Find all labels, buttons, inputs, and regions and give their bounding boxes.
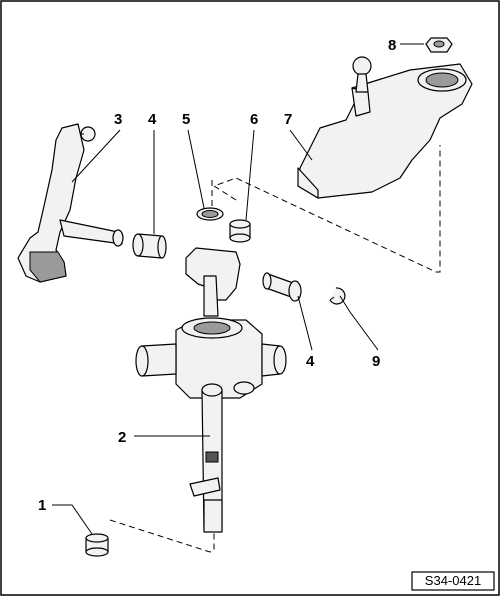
label-9: 9 (372, 353, 380, 370)
part-9-circlip (329, 287, 346, 305)
assembly-lines (109, 145, 441, 553)
label-4-left: 4 (148, 111, 157, 128)
label-2: 2 (118, 429, 126, 446)
part-8-nut (425, 37, 453, 53)
label-5: 5 (182, 111, 190, 128)
part-4-bushing-left (132, 233, 167, 259)
part-3-selector-lever (17, 123, 124, 283)
label-3: 3 (114, 111, 122, 128)
label-8: 8 (388, 37, 396, 54)
label-6: 6 (250, 111, 258, 128)
part-6-cap (229, 219, 251, 243)
reference-box: S34-0421 (411, 571, 495, 591)
part-1-cap (85, 533, 109, 557)
part-labels: 3 4 5 6 7 8 4 9 2 1 (38, 37, 396, 514)
part-7-lever-bracket (297, 56, 473, 199)
label-4-right: 4 (306, 353, 315, 370)
label-7: 7 (284, 111, 292, 128)
shift-housing-assembly (135, 247, 287, 533)
reference-code: S34-0421 (425, 573, 481, 588)
leader-lines (52, 43, 424, 535)
part-5-washer (196, 207, 224, 221)
label-1: 1 (38, 497, 46, 514)
